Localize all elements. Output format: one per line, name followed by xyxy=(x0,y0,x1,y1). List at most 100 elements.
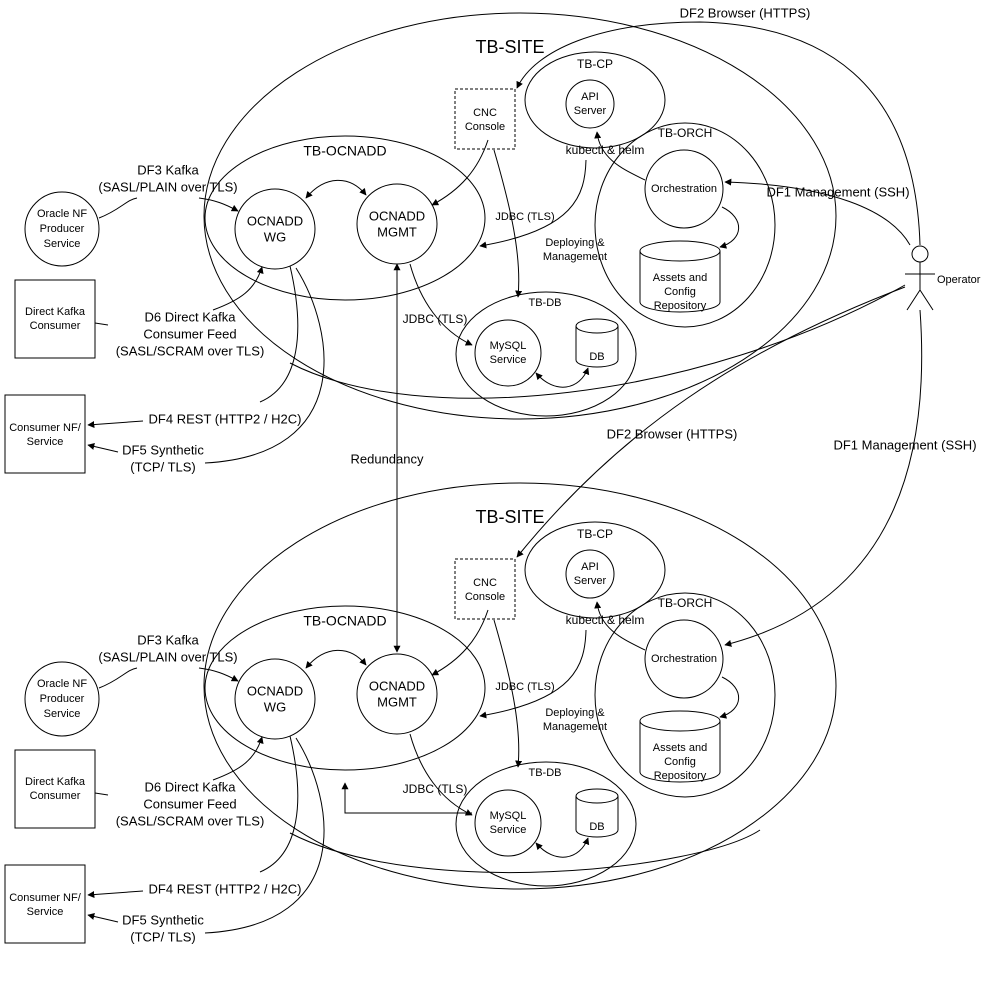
orchestration-label: Orchestration xyxy=(651,183,717,195)
df4-label: DF4 REST (HTTP2 / H2C) xyxy=(149,411,302,426)
tb-cp-boundary-2 xyxy=(524,521,666,619)
assets-repository-icon-2 xyxy=(639,710,721,783)
df1-orch-label: DF1 Management (SSH) xyxy=(766,184,909,199)
orchestration-node xyxy=(644,149,724,229)
df6-label-3-2: (SASL/SCRAM over TLS) xyxy=(116,813,265,828)
df2-mid-label: DF2 Browser (HTTPS) xyxy=(607,426,738,441)
oracle-nf-label-1: Oracle NF xyxy=(37,208,87,220)
mysql-label-2: Service xyxy=(490,354,527,366)
api-server-node-2 xyxy=(565,549,615,599)
bottom-cross-curve xyxy=(289,829,761,874)
assets-repository-icon xyxy=(639,240,721,313)
deploying-label-2-2: Management xyxy=(543,721,607,733)
deploying-label-2: Management xyxy=(543,251,607,263)
tb-orch-boundary xyxy=(594,122,776,328)
jdbc-tls-lower-label-2: JDBC (TLS) xyxy=(403,782,468,796)
df6-label-3: (SASL/SCRAM over TLS) xyxy=(116,343,265,358)
tb-ocnadd-title-2: TB-OCNADD xyxy=(303,613,386,629)
direct-kafka-consumer-box-2 xyxy=(14,749,96,829)
oracle-nf-label-3: Service xyxy=(44,238,81,250)
tb-orch-title: TB-ORCH xyxy=(658,126,713,140)
api-server-node xyxy=(565,79,615,129)
df3-label-1: DF3 Kafka xyxy=(137,162,199,177)
assets-label-3: Repository xyxy=(654,300,707,312)
oracle-nf-producer-node-2 xyxy=(24,661,100,737)
ocnadd-mgmt-label-1: OCNADD xyxy=(369,208,425,223)
df5-label-1: DF5 Synthetic xyxy=(122,442,204,457)
site-group: TB-SITE TB-OCNADD TB-CP API Server TB-OR… xyxy=(4,12,910,474)
ocnadd-mgmt-label-1-2: OCNADD xyxy=(369,678,425,693)
ocnadd-mgmt-label-2: MGMT xyxy=(377,224,417,239)
cnc-console-label-2: Console xyxy=(465,121,505,133)
site-group-2: TB-SITE TB-OCNADD TB-CP API Server TB-OR… xyxy=(4,482,837,944)
tb-site-title-2: TB-SITE xyxy=(475,507,544,527)
tb-site-title: TB-SITE xyxy=(475,37,544,57)
tb-db-boundary-2 xyxy=(455,761,637,887)
consumer-nf-label-1: Consumer NF/ xyxy=(9,422,81,434)
cnc-console-label-2-2: Console xyxy=(465,591,505,603)
mysql-service-node-2 xyxy=(474,789,542,857)
oracle-nf-producer-node xyxy=(24,191,100,267)
consumer-nf-label-2: Service xyxy=(27,436,64,448)
ocnadd-mgmt-node-2 xyxy=(356,653,438,735)
ocnadd-wg-label-1-2: OCNADD xyxy=(247,683,303,698)
tb-cp-title: TB-CP xyxy=(577,57,613,71)
tb-site-boundary-2 xyxy=(203,482,837,890)
direct-kafka-consumer-box xyxy=(14,279,96,359)
df3-label-2: (SASL/PLAIN over TLS) xyxy=(98,179,237,194)
df5-label-2: (TCP/ TLS) xyxy=(130,459,196,474)
dkc-label-1-2: Direct Kafka xyxy=(25,776,86,788)
top-cross-curve xyxy=(289,284,906,399)
mysql-service-node xyxy=(474,319,542,387)
ocnadd-mgmt-label-2-2: MGMT xyxy=(377,694,417,709)
api-server-label-1-2: API xyxy=(581,561,599,573)
consumer-nf-service-box xyxy=(4,394,86,474)
df6-label-1-2: D6 Direct Kafka xyxy=(144,779,236,794)
oracle-nf-label-2-2: Producer xyxy=(40,693,85,705)
tb-cp-boundary xyxy=(524,51,666,149)
jdbc-tls-lower-label: JDBC (TLS) xyxy=(403,312,468,326)
dkc-label-2: Consumer xyxy=(30,320,81,332)
tb-ocnadd-boundary xyxy=(204,135,486,301)
df3-label-1-2: DF3 Kafka xyxy=(137,632,199,647)
tb-db-boundary xyxy=(455,291,637,417)
oracle-nf-label-2: Producer xyxy=(40,223,85,235)
consumer-nf-service-box-2 xyxy=(4,864,86,944)
operator-head xyxy=(911,245,929,263)
assets-label-3-2: Repository xyxy=(654,770,707,782)
df5-label-1-2: DF5 Synthetic xyxy=(122,912,204,927)
ocnadd-wg-label-2-2: WG xyxy=(264,699,286,714)
kubectl-helm-label: kubectl & helm xyxy=(566,143,645,157)
deploying-label-1: Deploying & xyxy=(545,237,605,249)
df1-mid-arrow xyxy=(724,309,923,647)
mysql-label-2-2: Service xyxy=(490,824,527,836)
dkc-label-2-2: Consumer xyxy=(30,790,81,802)
bottom-db-link xyxy=(341,782,472,814)
assets-label-2-2: Config xyxy=(664,756,696,768)
cnc-console-box xyxy=(454,88,516,150)
mysql-label-1-2: MySQL xyxy=(490,810,527,822)
assets-label-1-2: Assets and xyxy=(653,742,707,754)
ocnadd-wg-node-2 xyxy=(234,658,316,740)
ocnadd-wg-node xyxy=(234,188,316,270)
redundancy-label: Redundancy xyxy=(351,451,424,466)
db-icon-2 xyxy=(575,788,619,838)
dkc-label-1: Direct Kafka xyxy=(25,306,86,318)
df3-label-2-2: (SASL/PLAIN over TLS) xyxy=(98,649,237,664)
operator-icon xyxy=(905,262,935,311)
operator-label: Operator xyxy=(937,274,981,286)
oracle-nf-label-1-2: Oracle NF xyxy=(37,678,87,690)
api-server-label-1: API xyxy=(581,91,599,103)
db-icon xyxy=(575,318,619,368)
deploying-label-1-2: Deploying & xyxy=(545,707,605,719)
df6-label-2: Consumer Feed xyxy=(143,326,236,341)
df1-mid-label: DF1 Management (SSH) xyxy=(833,437,976,452)
df6-label-2-2: Consumer Feed xyxy=(143,796,236,811)
orchestration-node-2 xyxy=(644,619,724,699)
df4-label-2: DF4 REST (HTTP2 / H2C) xyxy=(149,881,302,896)
df5-label-2-2: (TCP/ TLS) xyxy=(130,929,196,944)
cnc-console-label-1: CNC xyxy=(473,107,497,119)
tb-ocnadd-title: TB-OCNADD xyxy=(303,143,386,159)
consumer-nf-label-1-2: Consumer NF/ xyxy=(9,892,81,904)
